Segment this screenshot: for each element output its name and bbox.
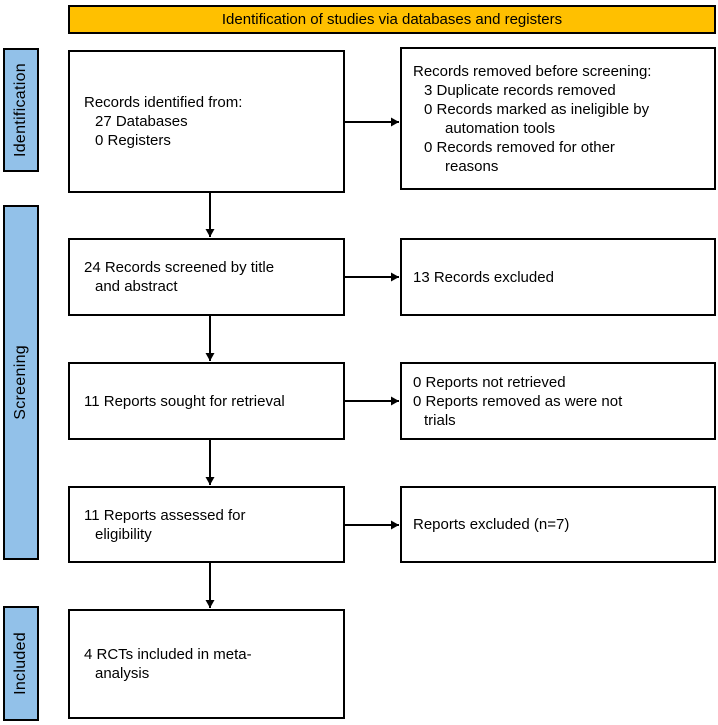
box-line: trials <box>424 411 456 429</box>
box-line: 27 Databases <box>95 113 188 130</box>
reports-excluded-box: Reports excluded (n=7) <box>400 486 716 563</box>
box-line: 0 Records removed for other <box>424 138 615 156</box>
stage-included: Included <box>3 606 39 721</box>
box-line: Records removed before screening: <box>413 62 652 80</box>
records-identified-box: Records identified from: 27 Databases 0 … <box>68 50 345 193</box>
stage-identification: Identification <box>3 48 39 172</box>
box-line: 13 Records excluded <box>413 268 554 286</box>
diagram-title-banner: Identification of studies via databases … <box>68 5 716 34</box>
box-line: Reports excluded (n=7) <box>413 516 570 533</box>
stage-identification-label: Identification <box>12 62 29 158</box>
box-line: eligibility <box>95 525 152 543</box>
box-line: 11 Reports sought for retrieval <box>84 392 285 410</box>
box-line: analysis <box>95 665 150 682</box>
box-line: 11 Reports assessed for <box>84 506 246 524</box>
reports-not-retrieved-box: 0 Reports not retrieved 0 Reports remove… <box>400 362 716 440</box>
box-line: 0 Reports not retrieved <box>413 373 566 391</box>
box-line: 4 RCTs included in meta- <box>84 646 252 663</box>
stage-screening-label: Screening <box>12 345 29 420</box>
box-line: 0 Registers <box>95 132 171 149</box>
box-line: 24 Records screened by title <box>84 259 275 276</box>
box-line: Records identified from: <box>84 94 243 111</box>
rcts-included-box: 4 RCTs included in meta- analysis <box>68 609 345 719</box>
stage-screening: Screening <box>3 205 39 560</box>
reports-assessed-box: 11 Reports assessed for eligibility <box>68 486 345 563</box>
box-line: 3 Duplicate records removed <box>424 81 616 99</box>
box-line: automation tools <box>445 119 556 137</box>
diagram-title: Identification of studies via databases … <box>221 11 563 28</box>
records-removed-box: Records removed before screening: 3 Dupl… <box>400 47 716 190</box>
records-excluded-box: 13 Records excluded <box>400 238 716 316</box>
box-line: and abstract <box>95 278 178 295</box>
box-line: 0 Reports removed as were not <box>413 392 623 410</box>
reports-sought-box: 11 Reports sought for retrieval <box>68 362 345 440</box>
stage-included-label: Included <box>12 632 29 695</box>
box-line: reasons <box>445 157 499 175</box>
records-screened-box: 24 Records screened by title and abstrac… <box>68 238 345 316</box>
box-line: 0 Records marked as ineligible by <box>424 100 650 118</box>
